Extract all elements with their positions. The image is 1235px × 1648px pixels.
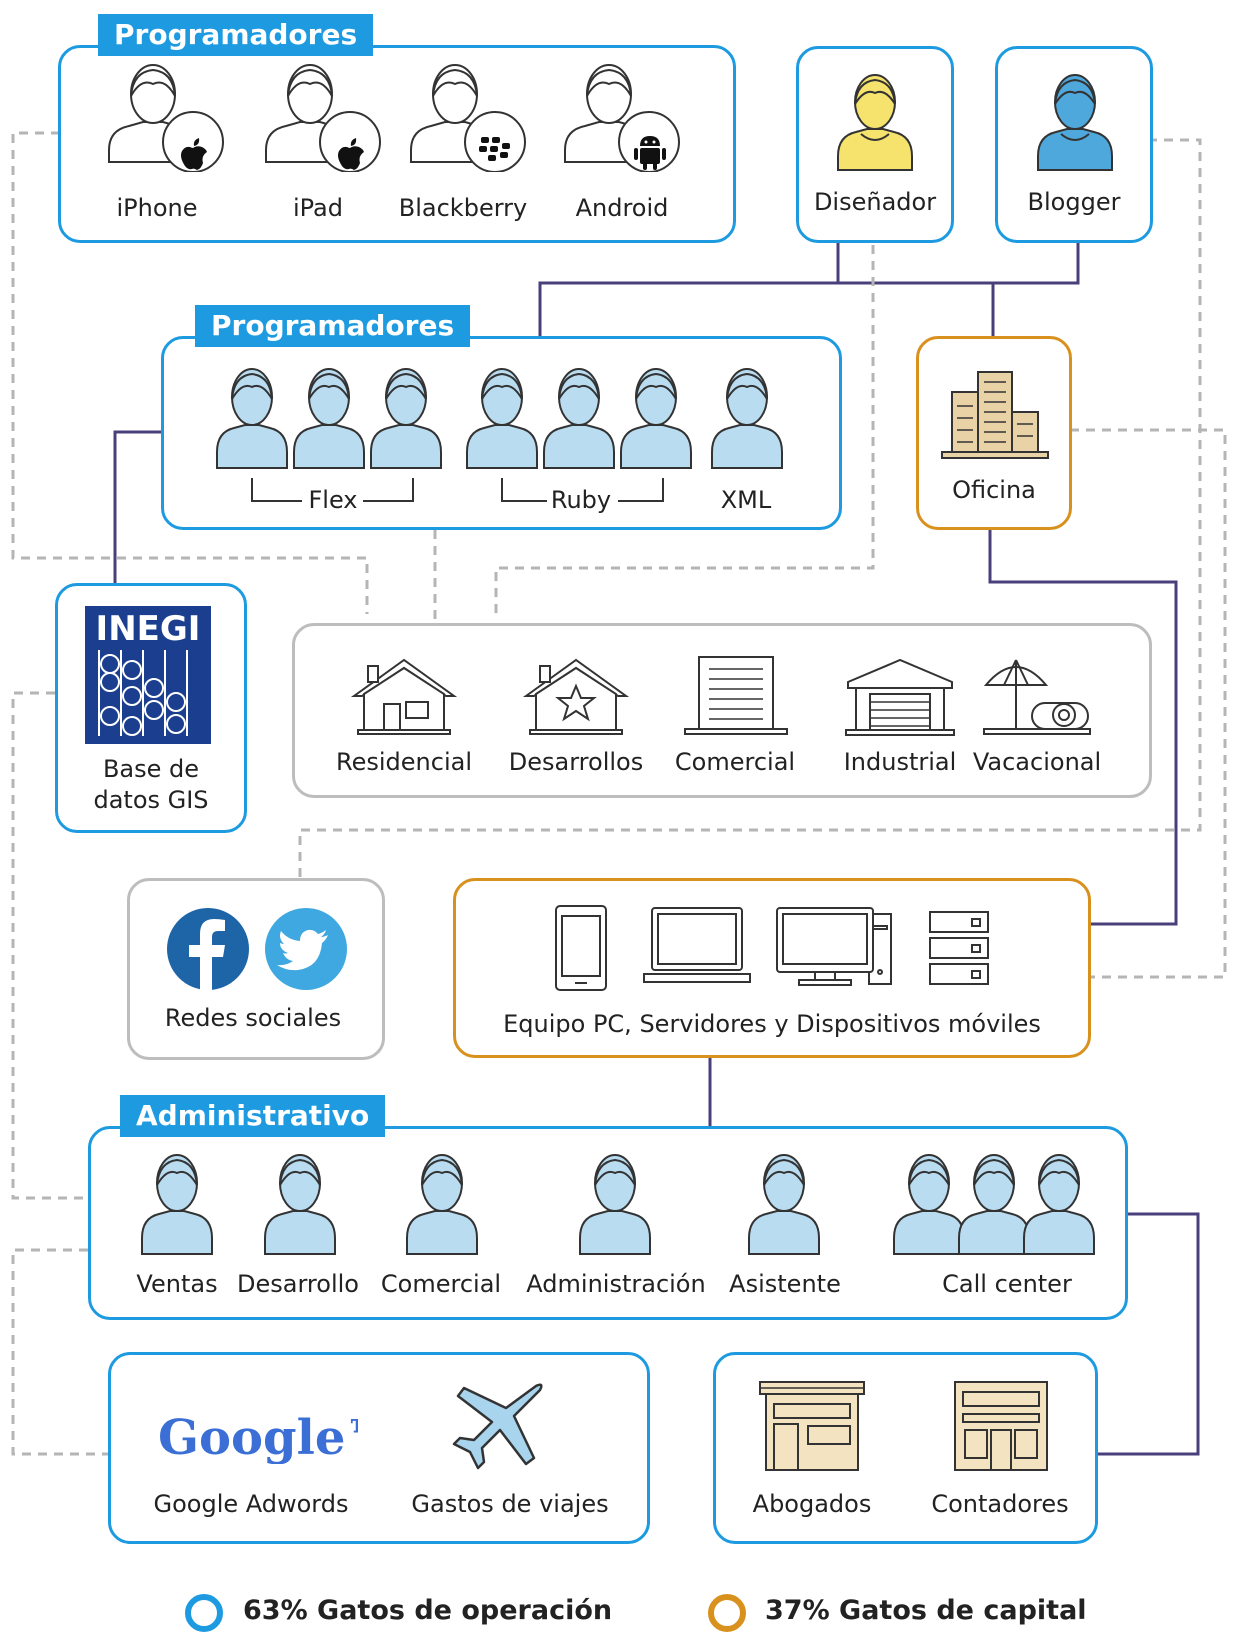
administrative-tag: Administrativo xyxy=(120,1095,386,1137)
google-logo: Google™ xyxy=(158,1404,393,1468)
property-label-vacation: Vacacional xyxy=(972,748,1102,776)
property-label-commercial: Comercial xyxy=(674,748,796,776)
office-building-icon xyxy=(940,368,1050,464)
xml-developer-icon xyxy=(710,366,790,475)
group-label-xml: XML xyxy=(720,486,772,514)
android-icon xyxy=(631,132,669,176)
blackberry-developer-icon xyxy=(407,62,527,176)
lawyers-building-icon xyxy=(758,1380,866,1476)
warehouse-icon xyxy=(844,656,956,740)
svg-text:Google™: Google™ xyxy=(158,1410,358,1464)
property-label-residential: Residencial xyxy=(336,748,472,776)
desktop-computer-icon xyxy=(775,906,895,992)
server-icon xyxy=(928,910,990,990)
tablet-icon xyxy=(554,904,608,996)
blogger-person-icon xyxy=(1035,72,1115,176)
property-label-developments: Desarrollos xyxy=(508,748,644,776)
device-label-iphone: iPhone xyxy=(116,194,198,222)
role-label-sales: Ventas xyxy=(136,1270,218,1298)
svg-text:INEGI: INEGI xyxy=(96,609,201,649)
property-label-industrial: Industrial xyxy=(843,748,957,776)
administration-person-icon xyxy=(578,1152,654,1261)
twitter-icon xyxy=(264,907,348,995)
laptop-icon xyxy=(642,906,752,990)
group-label-flex: Flex xyxy=(308,486,358,514)
social-networks-box xyxy=(127,878,385,1060)
flex-developers-icon xyxy=(215,366,461,475)
airplane-icon xyxy=(448,1378,548,1482)
gis-label-line2: datos GIS xyxy=(93,786,209,814)
device-label-android: Android xyxy=(575,194,669,222)
accountants-building-icon xyxy=(947,1380,1055,1476)
apple-icon xyxy=(173,132,213,176)
web-programmers-tag: Programadores xyxy=(195,305,471,347)
operation-legend-label: 63% Gatos de operación xyxy=(243,1595,613,1626)
social-networks-label: Redes sociales xyxy=(164,1004,342,1032)
accountants-label: Contadores xyxy=(931,1490,1069,1518)
gis-label-line1: Base de xyxy=(102,755,200,783)
blogger-label: Blogger xyxy=(1027,188,1121,216)
development-person-icon xyxy=(263,1152,339,1261)
group-brackets xyxy=(251,478,664,502)
designer-label: Diseñador xyxy=(813,188,937,216)
blackberry-icon xyxy=(477,135,513,171)
lawyers-label: Abogados xyxy=(752,1490,872,1518)
inegi-logo: INEGI xyxy=(85,606,211,748)
travel-expenses-label: Gastos de viajes xyxy=(411,1490,609,1518)
ipad-developer-icon xyxy=(262,62,382,176)
house-icon xyxy=(350,656,458,740)
expenses-box xyxy=(108,1352,650,1544)
document-icon xyxy=(681,655,791,739)
capital-legend-label: 37% Gatos de capital xyxy=(765,1595,1087,1626)
call-center-people-icon xyxy=(892,1152,1100,1261)
equipment-label: Equipo PC, Servidores y Dispositivos móv… xyxy=(503,1010,1041,1038)
assistant-person-icon xyxy=(747,1152,823,1261)
facebook-icon xyxy=(166,907,250,995)
beach-umbrella-icon xyxy=(982,655,1092,741)
group-label-ruby: Ruby xyxy=(550,486,612,514)
capital-legend-ring xyxy=(708,1594,746,1632)
designer-person-icon xyxy=(835,72,915,176)
office-label: Oficina xyxy=(952,476,1036,504)
commercial-person-icon xyxy=(405,1152,481,1261)
role-label-assistant: Asistente xyxy=(729,1270,841,1298)
operation-legend-ring xyxy=(185,1594,223,1632)
apple-icon xyxy=(330,132,370,176)
role-label-call-center: Call center xyxy=(942,1270,1072,1298)
mobile-programmers-tag: Programadores xyxy=(98,14,374,56)
device-label-ipad: iPad xyxy=(292,194,344,222)
role-label-development: Desarrollo xyxy=(237,1270,359,1298)
ruby-developers-icon xyxy=(465,366,711,475)
google-adwords-label: Google Adwords xyxy=(153,1490,349,1518)
role-label-administration: Administración xyxy=(526,1270,706,1298)
star-house-icon xyxy=(522,656,630,740)
sales-person-icon xyxy=(140,1152,216,1261)
role-label-commercial: Comercial xyxy=(380,1270,502,1298)
device-label-blackberry: Blackberry xyxy=(398,194,528,222)
